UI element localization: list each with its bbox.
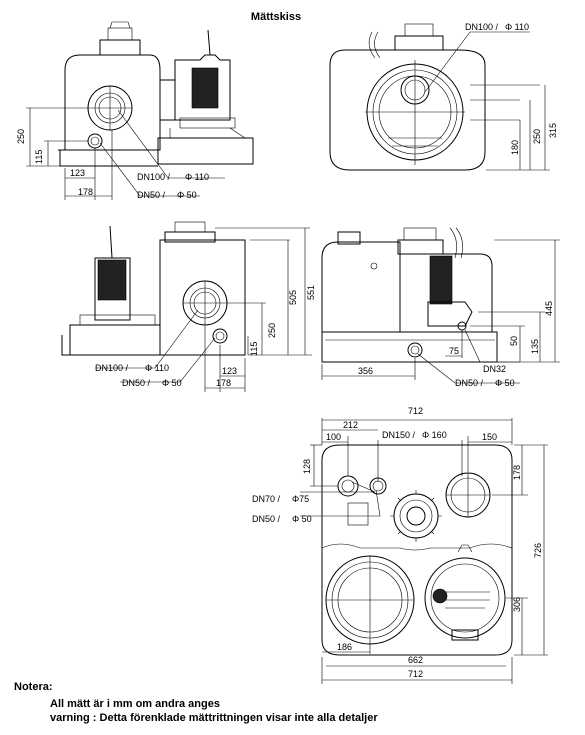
dim-v3-551: 551 (306, 285, 316, 300)
label-dn100-b: DN100 / (465, 22, 499, 32)
dim-v5-712-bot: 712 (408, 669, 423, 679)
view-front-top-left: DN100 / Φ 110 DN50 / Φ 50 250 115 123 17… (16, 21, 254, 200)
view-side-middle-left: DN100 / Φ 110 DN50 / Φ 50 551 505 250 11… (61, 221, 316, 392)
drawing-title: Mättskiss (251, 11, 301, 23)
view-front-top-right: DN100 / Φ 110 180 250 315 (329, 22, 558, 171)
label-dn100: DN100 / (137, 172, 171, 182)
label-phi50-c: Φ 50 (162, 378, 182, 388)
label-dn32: DN32 (483, 364, 506, 374)
dim-v3-123: 123 (222, 366, 237, 376)
dim-v1-115: 115 (34, 150, 44, 164)
dim-v3-250: 250 (267, 323, 277, 338)
label-phi50-d: Φ 50 (495, 378, 515, 388)
dim-v5-150: 150 (482, 432, 497, 442)
dim-v5-100: 100 (326, 432, 341, 442)
dim-v1-250: 250 (16, 129, 26, 144)
label-dn70: DN70 / (252, 494, 281, 504)
dim-v5-306: 306 (512, 597, 522, 612)
label-dn50-c: DN50 / (122, 378, 151, 388)
label-phi75: Φ75 (292, 494, 309, 504)
dim-v5-128: 128 (302, 459, 312, 474)
notes-heading: Notera: (14, 681, 53, 693)
dim-v5-178: 178 (512, 465, 522, 480)
dim-v5-186: 186 (337, 642, 352, 652)
view-side-middle-right: DN32 DN50 / Φ 50 445 50 135 356 75 (321, 227, 560, 388)
view-plan-bottom: DN70 / Φ75 DN50 / Φ 50 DN150 / Φ 160 712… (252, 406, 548, 684)
label-dn100-c: DN100 / (95, 363, 129, 373)
label-phi160: Φ 160 (422, 430, 447, 440)
label-phi50: Φ 50 (177, 190, 197, 200)
dim-v5-712-top: 712 (408, 406, 423, 416)
label-phi110-b: Φ 110 (505, 22, 529, 32)
dim-v4-50: 50 (509, 336, 519, 346)
notes-line-1: All mätt är i mm om andra anges (50, 698, 220, 710)
dim-v1-123: 123 (70, 168, 85, 178)
dim-v4-75: 75 (449, 346, 459, 356)
dim-v2-315: 315 (548, 123, 558, 138)
label-phi110: Φ 110 (185, 172, 209, 182)
dim-v1-178: 178 (78, 187, 93, 197)
dim-v5-662: 662 (408, 655, 423, 665)
label-dn50-d: DN50 / (455, 378, 484, 388)
dim-v3-505: 505 (288, 290, 298, 305)
dim-v4-445: 445 (544, 301, 554, 316)
dim-v3-178: 178 (216, 378, 231, 388)
dim-v3-115: 115 (249, 342, 259, 356)
dim-v5-212: 212 (343, 420, 358, 430)
label-dn150: DN150 / (382, 430, 416, 440)
label-phi110-c: Φ 110 (145, 363, 169, 373)
dim-v4-135: 135 (530, 339, 540, 354)
dim-v2-180: 180 (510, 140, 520, 155)
notes-line-2: varning : Detta förenklade mättrittninge… (50, 712, 378, 724)
dim-v2-250: 250 (532, 129, 542, 144)
label-dn50: DN50 / (137, 190, 166, 200)
dim-v4-356: 356 (358, 366, 373, 376)
label-dn50-e: DN50 / (252, 514, 281, 524)
label-phi50-e: Φ 50 (292, 514, 312, 524)
dim-v5-726: 726 (533, 543, 543, 558)
